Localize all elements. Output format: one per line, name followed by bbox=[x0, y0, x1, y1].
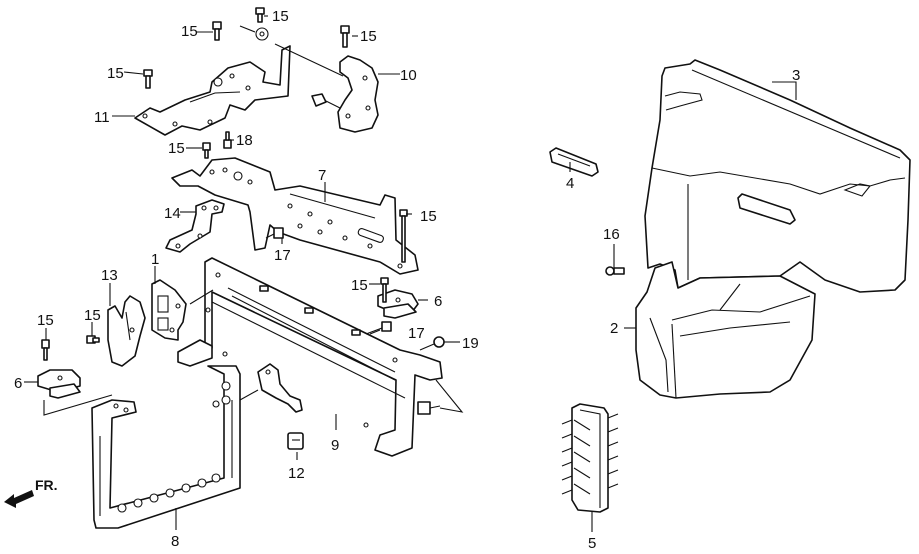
callout-19: 19 bbox=[462, 335, 479, 352]
bolt-18[interactable] bbox=[223, 131, 232, 149]
part-9-main-frame[interactable] bbox=[177, 257, 443, 457]
callout-15: 15 bbox=[84, 307, 101, 324]
bolts bbox=[41, 7, 625, 415]
callout-1: 1 bbox=[151, 251, 159, 268]
ring-terminal bbox=[239, 25, 269, 41]
callout-18: 18 bbox=[236, 132, 253, 149]
callout-15: 15 bbox=[360, 28, 377, 45]
bolt-15-i[interactable] bbox=[41, 339, 50, 361]
part-3-upper-box-cover[interactable] bbox=[644, 59, 911, 293]
part-6-mount-rubber-right[interactable] bbox=[377, 289, 419, 319]
callout-15: 15 bbox=[272, 8, 289, 25]
bolt-15-g[interactable] bbox=[380, 277, 389, 303]
part-5-connector-block[interactable] bbox=[561, 403, 619, 513]
callout-10: 10 bbox=[400, 67, 417, 84]
front-label: FR. bbox=[35, 477, 58, 493]
bolt-15-e[interactable] bbox=[202, 142, 211, 159]
callout-15: 15 bbox=[420, 208, 437, 225]
part-6-mount-rubber-left[interactable] bbox=[37, 369, 81, 399]
part-12-clip-bracket[interactable] bbox=[257, 363, 304, 450]
callout-15: 15 bbox=[181, 23, 198, 40]
connector-pins bbox=[561, 413, 619, 495]
callout-13: 13 bbox=[101, 267, 118, 284]
bolt-15-h[interactable] bbox=[86, 335, 100, 344]
callout-9: 9 bbox=[331, 437, 339, 454]
callout-15: 15 bbox=[37, 312, 54, 329]
part-10-side-bracket[interactable] bbox=[274, 43, 379, 133]
part-1-relay-bracket[interactable] bbox=[151, 279, 187, 341]
bolt-lower-right[interactable] bbox=[417, 401, 441, 415]
callout-4: 4 bbox=[566, 175, 574, 192]
front-direction-arrow: FR. bbox=[4, 477, 58, 508]
screw-16[interactable] bbox=[605, 266, 625, 276]
callout-11: 11 bbox=[94, 109, 110, 126]
part-11-top-plate[interactable] bbox=[134, 45, 291, 136]
part-2-lower-box-cover[interactable] bbox=[635, 261, 816, 399]
callout-5: 5 bbox=[588, 535, 596, 552]
bolt-17-a[interactable] bbox=[265, 227, 284, 239]
callout-17: 17 bbox=[408, 325, 425, 342]
callout-15: 15 bbox=[351, 277, 368, 294]
part-14-stay[interactable] bbox=[165, 199, 225, 253]
callout-6: 6 bbox=[14, 375, 22, 392]
bolt-15-d[interactable] bbox=[143, 69, 153, 89]
callout-3: 3 bbox=[792, 67, 800, 84]
part-8-u-bracket[interactable] bbox=[43, 365, 259, 529]
bolt-15-a[interactable] bbox=[255, 7, 265, 23]
bolt-17-b[interactable] bbox=[365, 321, 392, 335]
callout-12: 12 bbox=[288, 465, 305, 482]
callout-6: 6 bbox=[434, 293, 442, 310]
callout-2: 2 bbox=[610, 320, 618, 337]
bolt-15-c[interactable] bbox=[340, 25, 350, 48]
bolt-15-b[interactable] bbox=[212, 21, 222, 41]
callout-14: 14 bbox=[164, 205, 181, 222]
callout-16: 16 bbox=[603, 226, 620, 243]
part-7-upper-plate[interactable] bbox=[171, 157, 419, 275]
callout-17: 17 bbox=[274, 247, 291, 264]
callout-15: 15 bbox=[168, 140, 185, 157]
part-4-clip[interactable] bbox=[549, 147, 599, 177]
bolt-15-f[interactable] bbox=[399, 209, 408, 263]
leader-lines bbox=[24, 15, 797, 532]
callout-8: 8 bbox=[171, 533, 179, 550]
callout-15: 15 bbox=[107, 65, 124, 82]
callout-7: 7 bbox=[318, 167, 326, 184]
callouts: 15 15 15 15 10 11 15 18 7 14 15 17 1 13 … bbox=[14, 8, 800, 552]
part-13-holder[interactable] bbox=[107, 295, 146, 367]
